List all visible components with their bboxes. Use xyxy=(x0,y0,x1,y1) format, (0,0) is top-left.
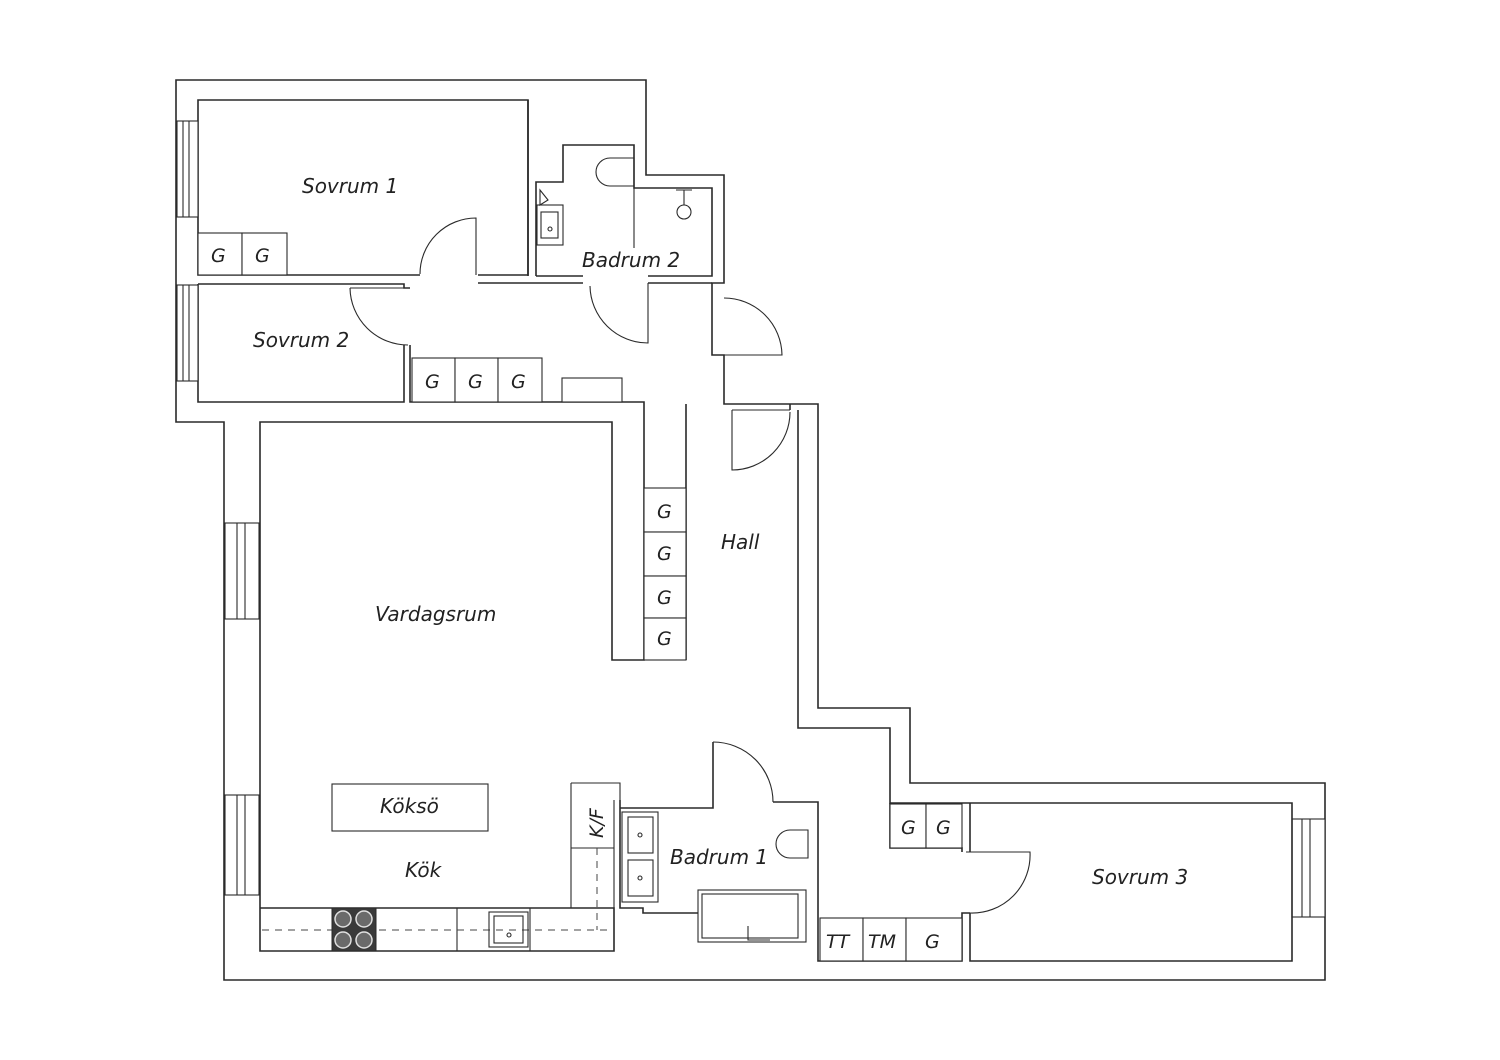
storage-label: G xyxy=(657,628,672,650)
room-label-badrum2: Badrum 2 xyxy=(582,248,680,272)
outer-wall xyxy=(175,79,1326,981)
wardrobe-row-sovrum3 xyxy=(819,803,963,962)
toilet-icon xyxy=(595,157,635,187)
room-label-kok: Kök xyxy=(405,858,443,882)
storage-label: G xyxy=(468,371,483,393)
room-label-badrum1: Badrum 1 xyxy=(670,845,768,869)
storage-label: G xyxy=(425,371,440,393)
window-icon xyxy=(176,284,199,382)
door-swing-icon xyxy=(419,217,477,275)
storage-label: G xyxy=(925,931,940,953)
storage-label-tm: TM xyxy=(868,931,896,953)
storage-label: G xyxy=(211,245,226,267)
bathtub-icon xyxy=(697,889,807,943)
door-swing-icon xyxy=(712,741,774,803)
window-icon xyxy=(224,522,260,620)
storage-label: G xyxy=(511,371,526,393)
door-swing-icon xyxy=(723,297,783,356)
badrum2-walls xyxy=(535,144,713,277)
sink-icon xyxy=(536,188,564,246)
door-swing-icon xyxy=(731,409,791,471)
kitchen-island xyxy=(331,783,489,832)
door-swing-icon xyxy=(349,287,410,346)
window-icon xyxy=(224,794,260,896)
room-label-kokso: Köksö xyxy=(380,794,439,818)
sovrum-divider xyxy=(198,283,410,289)
storage-label: G xyxy=(936,817,951,839)
stove-icon xyxy=(331,907,377,952)
room-label-vardagsrum: Vardagsrum xyxy=(375,602,496,626)
badrum1-walls xyxy=(619,742,819,914)
room-label-sovrum2: Sovrum 2 xyxy=(253,328,349,352)
wardrobe-row-hall-top xyxy=(411,357,623,403)
door-swing-icon xyxy=(966,851,1031,914)
storage-label: G xyxy=(657,587,672,609)
room-label-sovrum1: Sovrum 1 xyxy=(302,174,398,198)
toilet-icon xyxy=(775,829,809,859)
sovrum3-walls xyxy=(969,802,1293,962)
storage-label: G xyxy=(901,817,916,839)
storage-label: G xyxy=(657,501,672,523)
kitchen-sink-icon xyxy=(488,911,529,948)
storage-label-tt: TT xyxy=(826,931,851,953)
storage-label: G xyxy=(657,543,672,565)
storage-label-kf: K/F xyxy=(586,807,608,838)
sink-icon xyxy=(621,811,659,903)
shower-icon xyxy=(633,187,712,248)
window-icon xyxy=(176,120,199,218)
kitchen-walls xyxy=(259,896,615,952)
window-icon xyxy=(1291,818,1326,918)
wardrobe-row-sovrum1 xyxy=(197,232,288,276)
room-label-hall: Hall xyxy=(721,530,760,554)
door-swing-icon xyxy=(589,283,649,344)
storage-label: G xyxy=(255,245,270,267)
kitchen-counter xyxy=(262,782,621,951)
wardrobe-column-hall xyxy=(643,487,687,661)
room-label-sovrum3: Sovrum 3 xyxy=(1092,865,1188,889)
